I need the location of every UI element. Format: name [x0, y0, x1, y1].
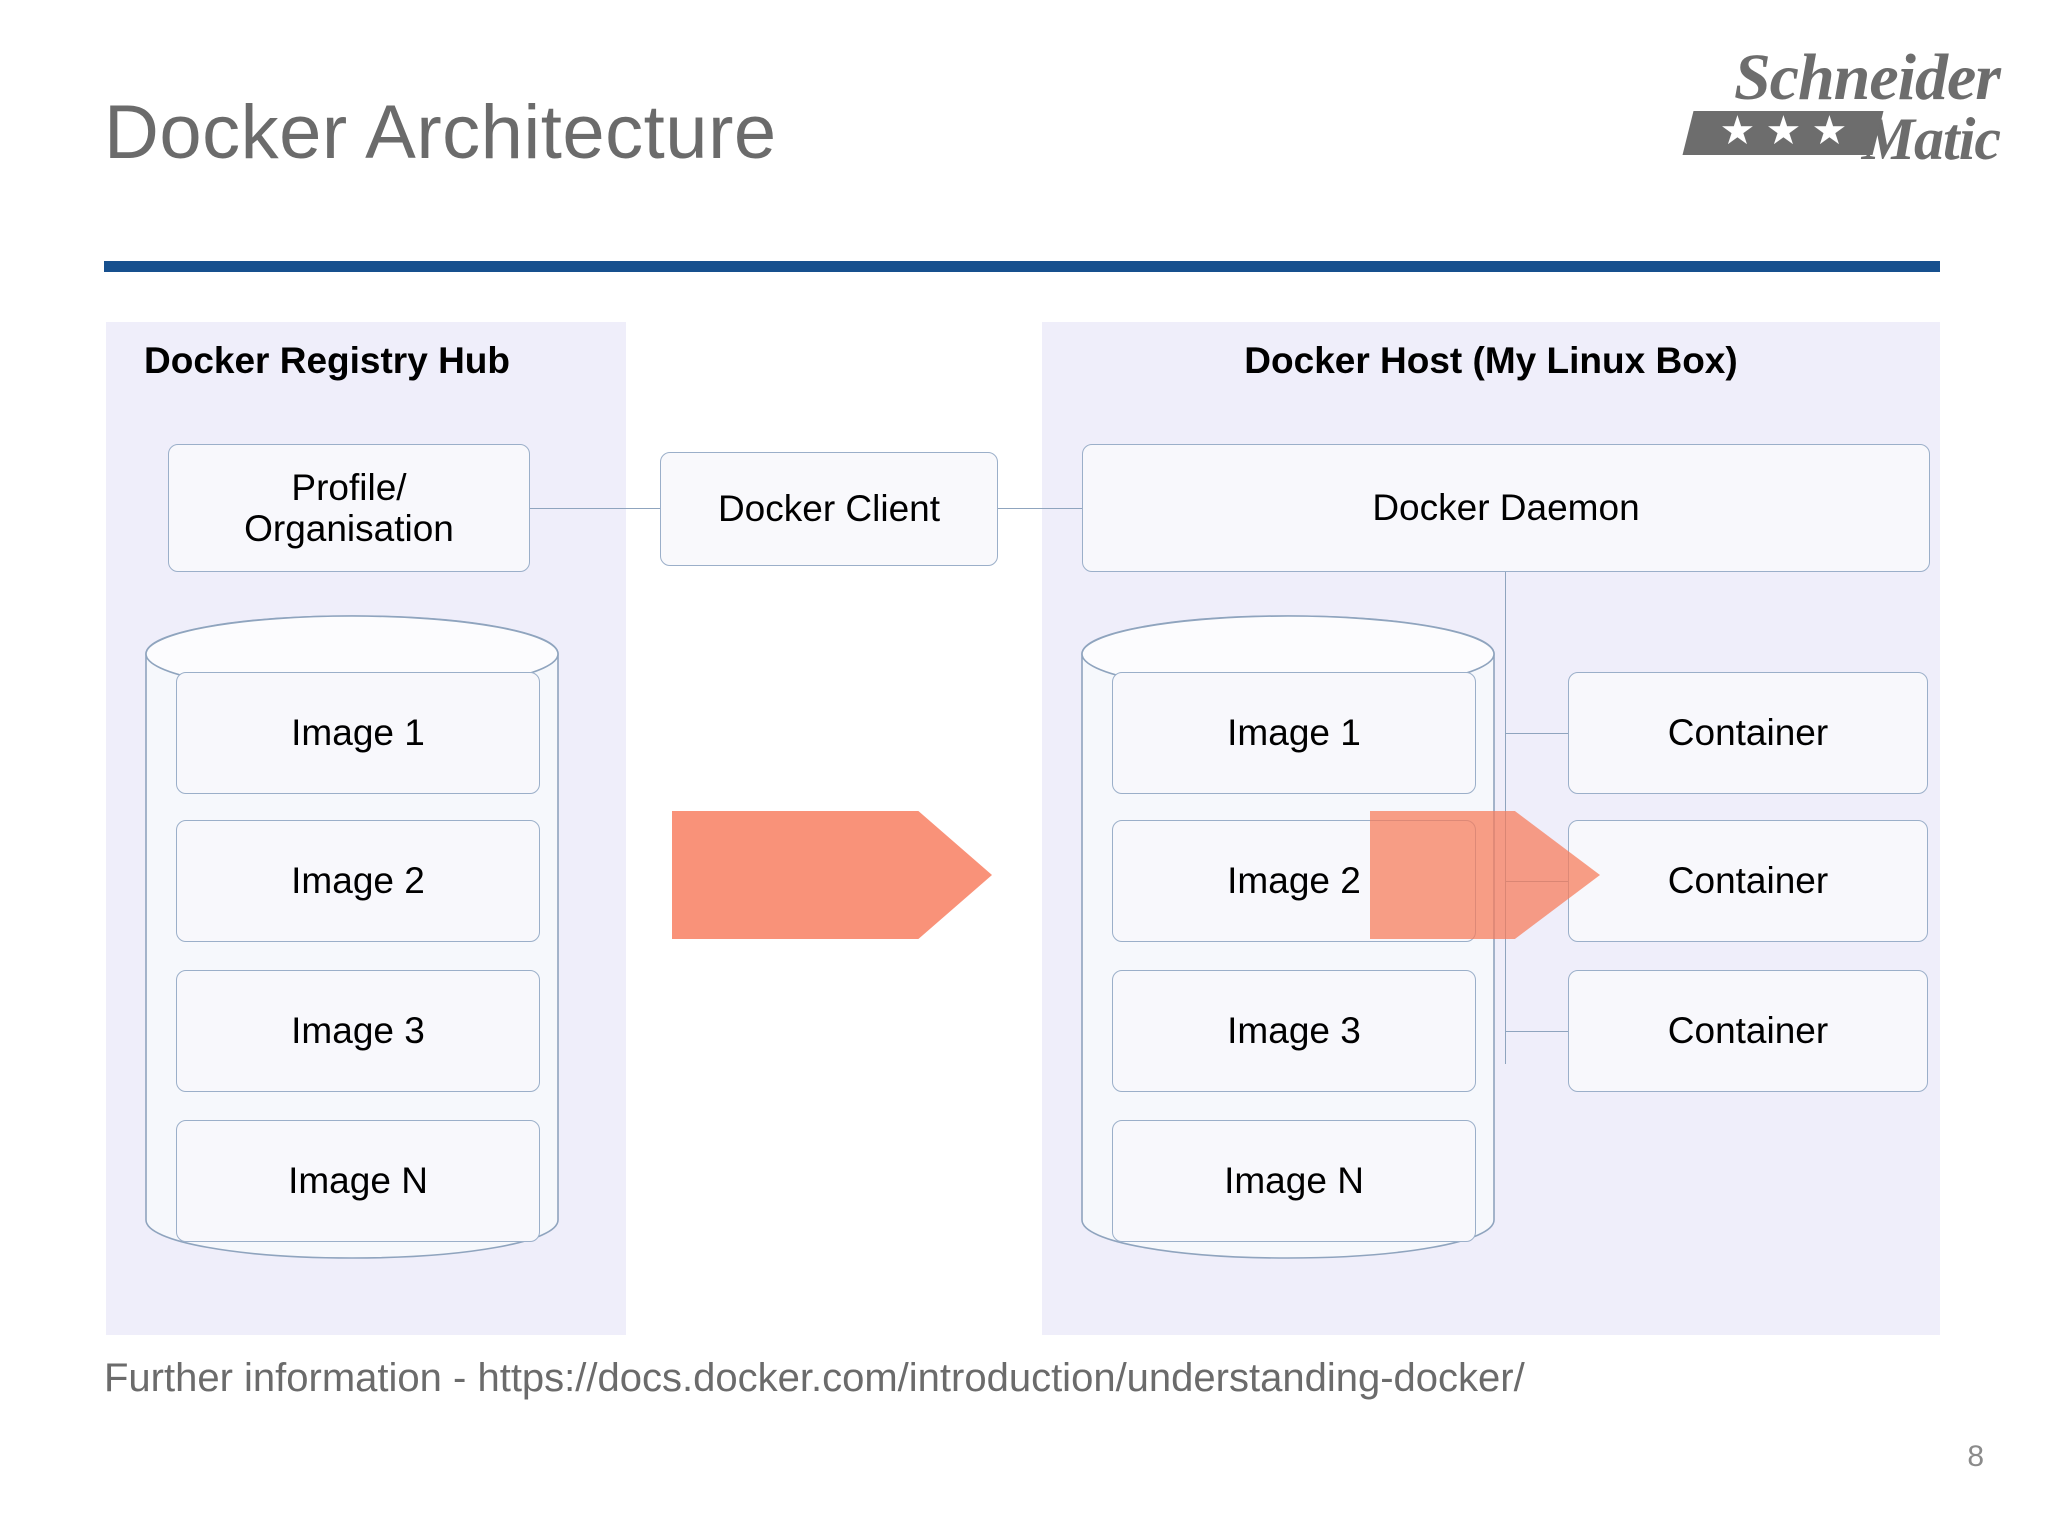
star-icon: ★ [1811, 109, 1847, 153]
footer-further-information: Further information - https://docs.docke… [104, 1356, 1525, 1400]
daemon-container-branch-line [1505, 1031, 1569, 1032]
profile-organisation-box: Profile/ Organisation [168, 444, 530, 572]
container-box: Container [1568, 672, 1928, 794]
registry-image-box: Image N [176, 1120, 540, 1242]
client-to-daemon-line [998, 508, 1082, 509]
profile-to-client-line [530, 508, 660, 509]
docker-daemon-box: Docker Daemon [1082, 444, 1930, 572]
title-divider-rule [104, 261, 1940, 272]
container-box: Container [1568, 970, 1928, 1092]
logo-bottom-row: ★ ★ ★ Matic [1682, 109, 2001, 169]
registry-image-box: Image 3 [176, 970, 540, 1092]
host-image-box: Image N [1112, 1120, 1476, 1242]
pull-flow-arrow [672, 811, 992, 939]
logo-stars-bar: ★ ★ ★ [1682, 109, 1884, 155]
profile-line-1: Profile/ [291, 466, 407, 508]
registry-image-box: Image 1 [176, 672, 540, 794]
logo-word-matic: Matic [1861, 106, 2001, 172]
daemon-container-branch-line [1505, 733, 1569, 734]
profile-line-2: Organisation [244, 508, 454, 549]
host-image-box: Image 1 [1112, 672, 1476, 794]
page-number: 8 [1967, 1440, 1984, 1473]
star-icon: ★ [1719, 109, 1756, 153]
logo-word-schneider: Schneider [1733, 41, 2001, 114]
host-image-box: Image 3 [1112, 970, 1476, 1092]
docker-client-box: Docker Client [660, 452, 998, 566]
schneider-matic-logo: Schneider ★ ★ ★ Matic [1630, 41, 2001, 169]
host-panel-title: Docker Host (My Linux Box) [1244, 340, 1738, 381]
container-box: Container [1568, 820, 1928, 942]
star-icon: ★ [1765, 109, 1802, 153]
registry-image-box: Image 2 [176, 820, 540, 942]
page-title: Docker Architecture [104, 90, 777, 175]
registry-panel-title: Docker Registry Hub [144, 340, 510, 381]
